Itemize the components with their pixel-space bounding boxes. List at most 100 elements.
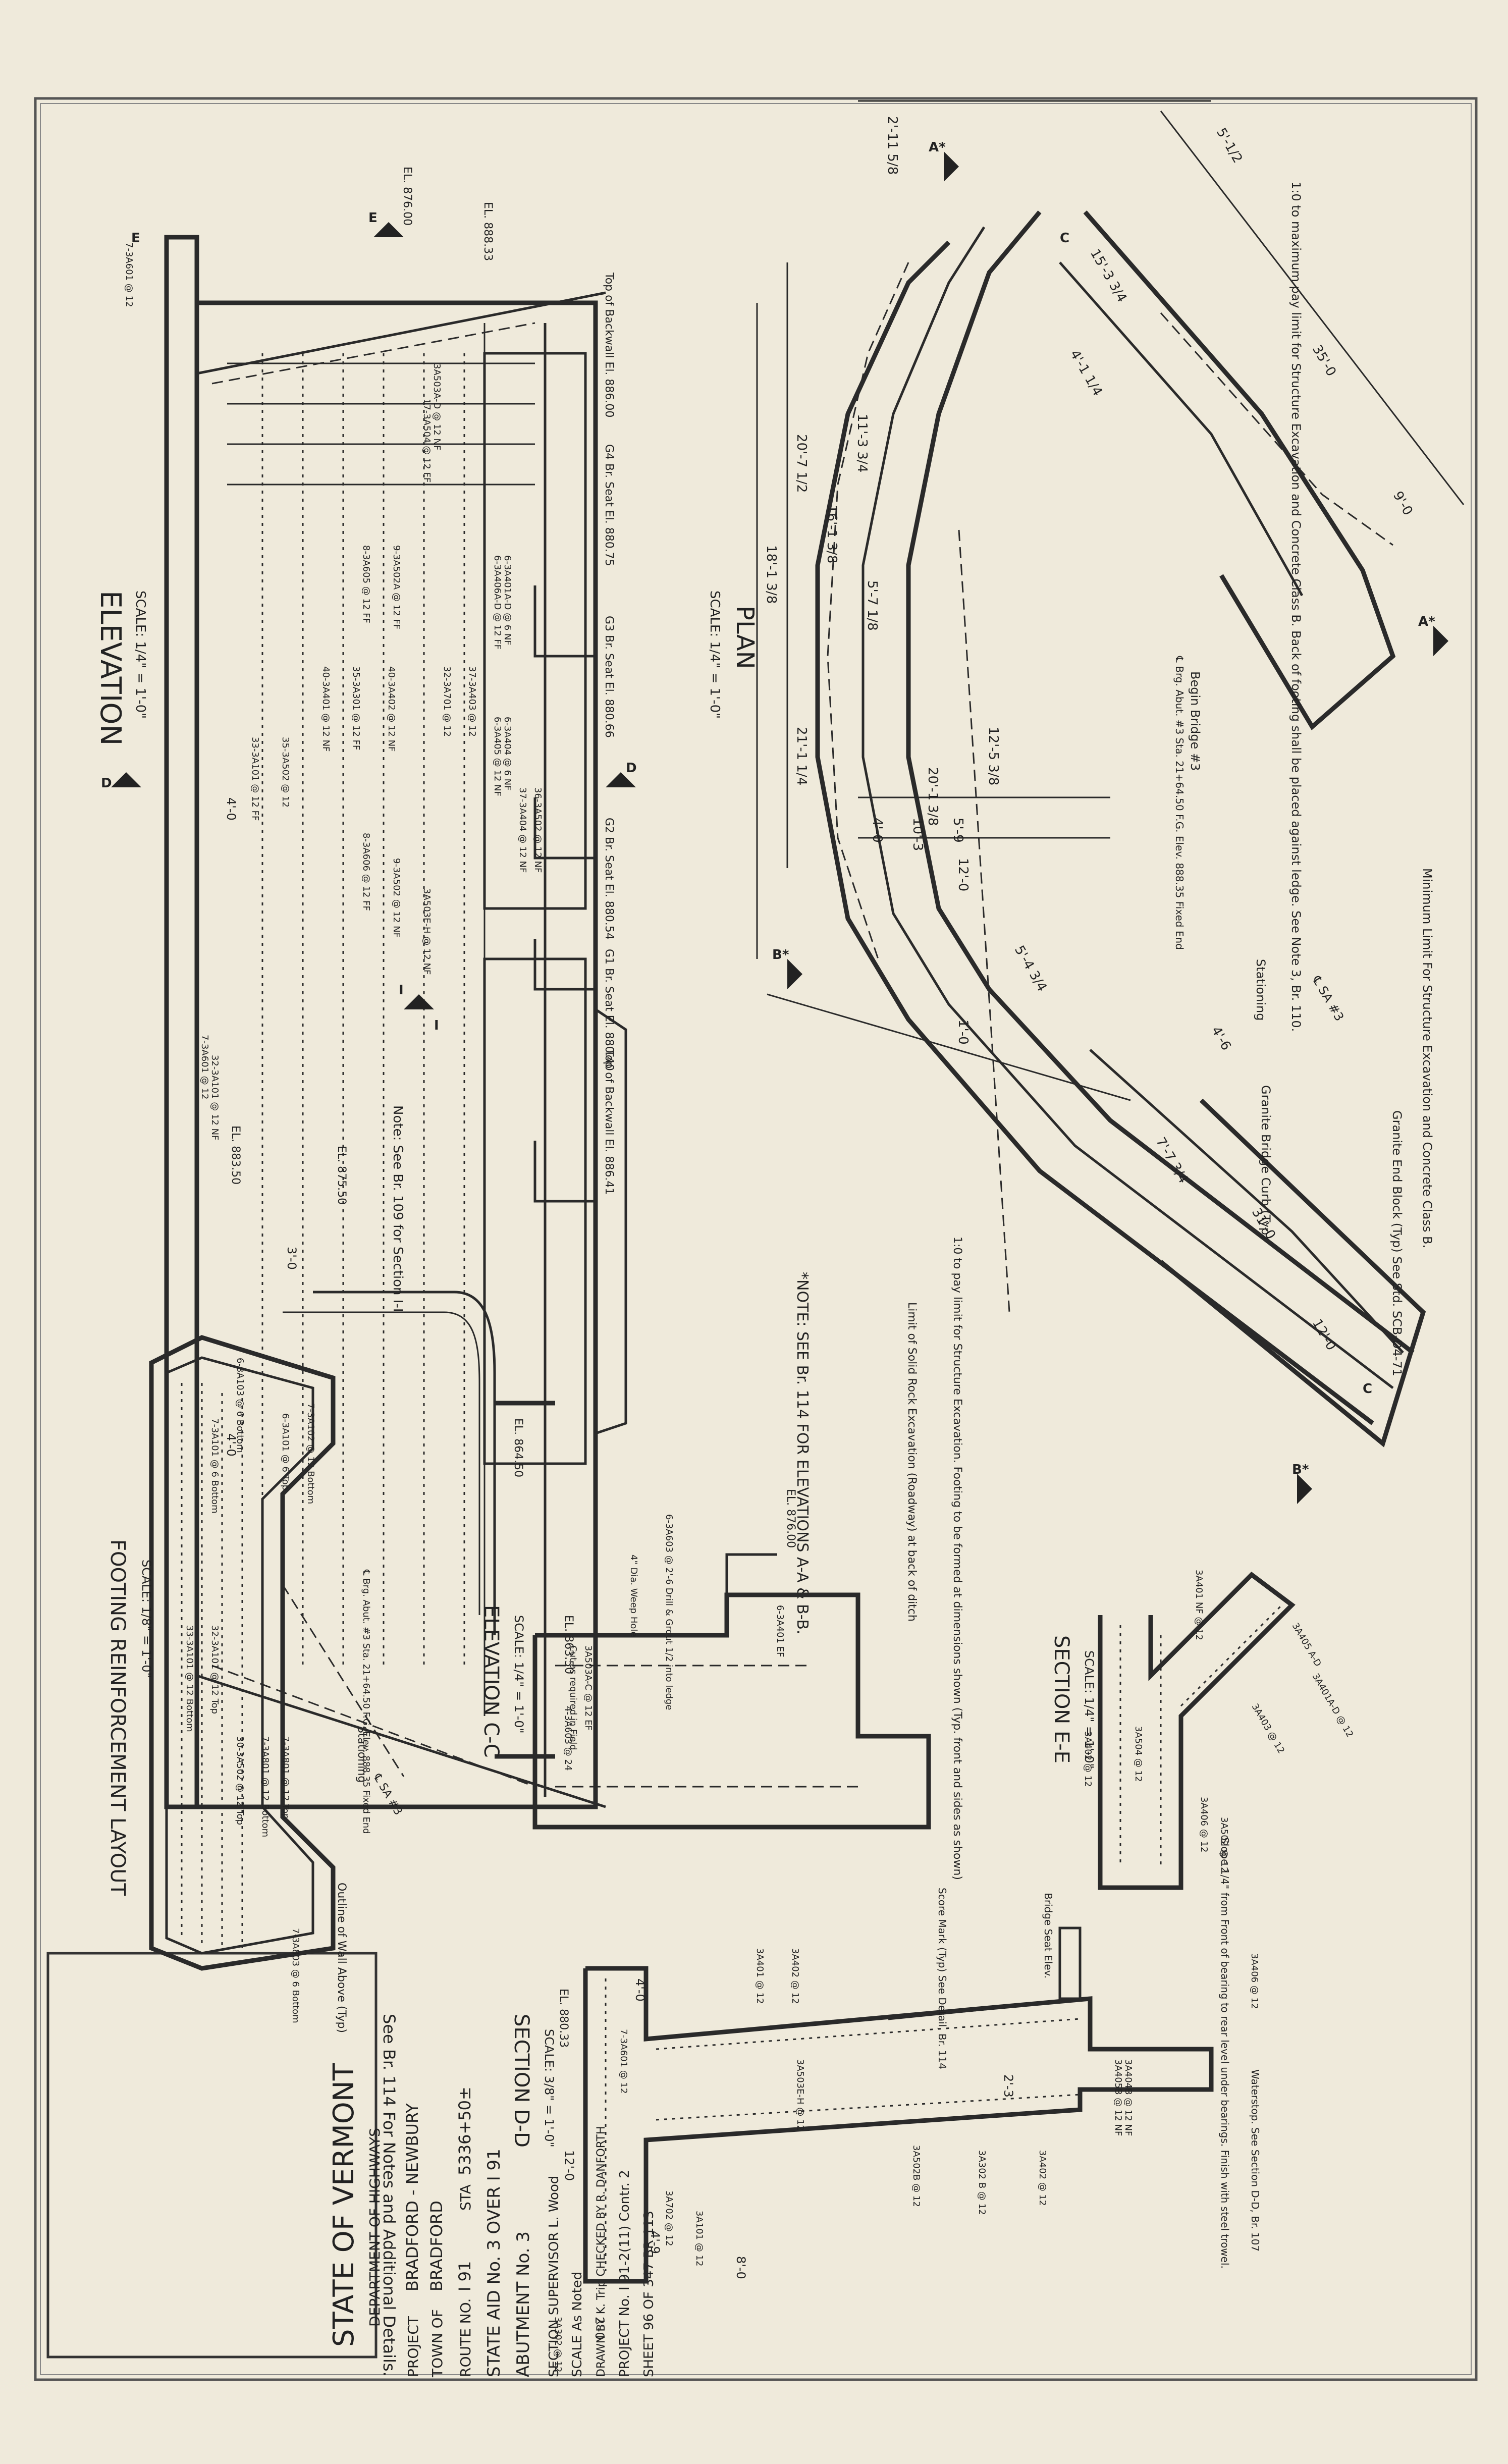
marker-b-left: B* [772, 947, 789, 962]
title-town-value: BRADFORD [427, 2201, 446, 2291]
plan-dim-7: 20'-7 1/2 [794, 434, 809, 493]
elev-rebar-17: 3A503E-H @ 12 NF [421, 888, 432, 975]
marker-i-bottom: I [434, 1018, 439, 1033]
plan-dim-12: 12'-0 [955, 858, 971, 891]
sheet-border-outer [34, 97, 1478, 2381]
elev-rebar-6: 37-3A403 @ 12 [467, 666, 477, 737]
plan-dim-5: 2'-11 5/8 [885, 116, 900, 175]
footing-rebar-7: 7-3A801 @ 12 Bottom [260, 1736, 271, 1837]
elev-label-12: EL. 863.50 [562, 1615, 575, 1674]
elev-label-4: G1 Br. Seat El. 880.40 [603, 949, 615, 1071]
plan-view [756, 100, 1465, 1504]
elev-dim-2: 3'-0 [285, 1247, 299, 1270]
section-ee-scale: SCALE: 1/4" = 1'-0" [1082, 1650, 1096, 1769]
cc-rebar-2: 4-3A603 @ 24 [563, 1706, 573, 1771]
marker-c-top: C [1060, 231, 1069, 246]
plan-dim-23: 4'-6 [1208, 1024, 1234, 1053]
dd-dim-1: 12'-0 [562, 2150, 576, 2181]
note-stationing-plan: Stationing [1254, 959, 1268, 1021]
footing-scale: SCALE: 1/8" = 1'-0" [139, 1560, 153, 1678]
dd-score-mark: Score Mark (Typ) See Detail, Br. 114 [936, 1888, 948, 2069]
elev-label-7: EL. 876.00 [401, 167, 413, 226]
cc-drill-grout: 6-3A603 @ 2'-6 Drill & Grout 1/2 into le… [664, 1514, 674, 1710]
marker-b-bottom: B* [1292, 1462, 1309, 1477]
dd-rebar-2: 3A503E-H @ 12 [795, 2059, 805, 2131]
plan-dim-19: 21'-1 1/4 [794, 727, 809, 785]
elevation-scale: SCALE: 1/4" = 1'-0" [133, 591, 148, 719]
elevation-cc-view [532, 1553, 931, 1830]
elev-label-10: EL. 875.50 [335, 1146, 348, 1205]
title-route-value: I 91 [455, 2261, 474, 2291]
sheet-border-inner [40, 103, 1472, 2375]
plan-dim-20: 12'-5 3/8 [986, 727, 1001, 785]
section-marker-e [373, 222, 404, 237]
plan-title: PLAN [731, 606, 759, 669]
title-route-label: ROUTE NO. [457, 2298, 474, 2377]
note-excavation-3: 1:0 to pay limit for Structure Excavatio… [951, 1237, 963, 1880]
title-description-1: STATE AID No. 3 OVER I 91 [484, 2149, 504, 2377]
ee-rebar-4: 3A402 @ 12 [1083, 1731, 1093, 1787]
title-department: DEPARTMENT OF HIGHWAYS [366, 2128, 383, 2327]
plan-scale: SCALE: 1/4" = 1'-0" [707, 591, 722, 719]
dd-rebar-7: 3A302 B @ 12 [977, 2150, 987, 2215]
ee-rebar-3: 3A401A-D @ 12 [1310, 1672, 1356, 1739]
title-description-2: ABUTMENT No. 3 [513, 2231, 533, 2377]
plan-dim-22: 1'-0 [955, 1020, 971, 1045]
note-excavation-2: Minimum Limit For Structure Excavation a… [1420, 868, 1434, 1248]
footing-rebar-8: 30-3A502 @ 12 Top [235, 1736, 245, 1825]
dd-rebar-6: 3A402 @ 12 [1037, 2150, 1048, 2206]
dd-rebar-8: 3A101 @ 12 [694, 2211, 705, 2266]
dd-dim-0: 4'-0 [633, 1978, 647, 2002]
footing-rebar-0: 7-3A102 @ 12 Bottom [305, 1403, 316, 1504]
footing-outline-wall: Outline of Wall Above (Typ) [335, 1883, 348, 2033]
elev-rebar-2: 8-3A605 @ 12 FF [361, 545, 371, 623]
dd-bridge-seat: Bridge Seat Elev. [1042, 1893, 1054, 1978]
elev-rebar-13: 36-3A502 @ 12 NF [532, 787, 543, 873]
marker-a-right: A* [1418, 614, 1435, 629]
marker-e-top: E [368, 210, 378, 226]
section-ee-title: SECTION E-E [1050, 1635, 1073, 1763]
footing-stationing: Stationing [355, 1726, 368, 1783]
elev-rebar-8: 40-3A402 @ 12 NF [386, 666, 397, 752]
elev-rebar-11: 6-3A404 @ 6 NF [502, 717, 513, 791]
dd-rebar-0: 3A406 @ 12 [1249, 1953, 1260, 2009]
plan-dim-9: 18'-1 3/8 [764, 545, 779, 604]
ee-rebar-6: 3A406 @ 12 [1199, 1797, 1209, 1852]
dd-rebar-12: 3A405B @ 12 NF [1113, 2059, 1123, 2136]
dd-dim-2: 8'-0 [734, 2256, 748, 2279]
note-rock-limit: Limit of Solid Rock Excavation (Roadway)… [905, 1302, 918, 1622]
title-drawn: DRAWN BY K. Trip CHECKED BY R. DANFORTH [595, 2126, 608, 2377]
note-granite-curb: Granite Bridge Curb (Typ) [1259, 1085, 1273, 1240]
dd-rebar-4: 3A402 @ 12 [790, 1948, 800, 2004]
section-marker-b-left [787, 959, 802, 989]
section-dd-title: SECTION D-D [510, 2014, 533, 2148]
marker-c-bottom: C [1363, 1381, 1372, 1397]
elev-rebar-9: 35-3A301 @ 12 FF [351, 666, 361, 750]
elevation-view [111, 222, 636, 1809]
elev-label-9: EL. 883.50 [229, 1126, 242, 1185]
plan-dim-10: 5'-7 1/8 [865, 580, 880, 631]
footing-rebar-2: 6-3A101 @ 6 Top [280, 1413, 291, 1490]
ee-rebar-0: 3A401 NF @ 12 [1194, 1570, 1204, 1640]
cc-cut-field: Cut as required in Field [568, 1645, 578, 1750]
footing-rebar-1: 6-3A103 @ 6 Bottom [235, 1358, 245, 1453]
ee-rebar-5: 3A504 @ 12 [1133, 1726, 1144, 1782]
elev-label-5: Top of Backwall El. 886.41 [603, 1049, 615, 1195]
title-project-no: PROJECT No. I 91-2(11) Contr. 2 [617, 2170, 632, 2377]
elev-rebar-1: 17-3A504 @ 12 FF [421, 399, 432, 483]
plan-dim-8: 16'-1 3/8 [824, 505, 839, 563]
plan-dim-1: 35'-0 [1309, 343, 1339, 379]
ee-rebar-2: 3A405 A-D [1290, 1621, 1323, 1669]
dd-rebar-9: 3A702 @ 12 [664, 2190, 674, 2246]
dd-dim-5: 2'-3 [1001, 2074, 1015, 2098]
title-state: STATE OF VERMONT [328, 2063, 360, 2347]
note-see-br-114: See Br. 114 For Notes and Additional Det… [380, 2014, 399, 2377]
elev-rebar-20: 32-3A101 @ 12 NF [209, 1055, 220, 1140]
note-section-i: Note: See Br. 109 for Section I-I [390, 1105, 405, 1312]
dd-slope-note: Slope 1/4" from Front of bearing to rear… [1219, 1837, 1231, 2269]
elevation-title: ELEVATION [94, 591, 127, 745]
dd-rebar-11: 3A404B @ 12 NF [1123, 2059, 1134, 2136]
plan-dim-16: 7'-7 3/4 [1153, 1135, 1191, 1186]
elev-rebar-22: 7-3A601 @ 12 [199, 1035, 210, 1099]
title-sta-value: 5336+50± [455, 2086, 474, 2175]
